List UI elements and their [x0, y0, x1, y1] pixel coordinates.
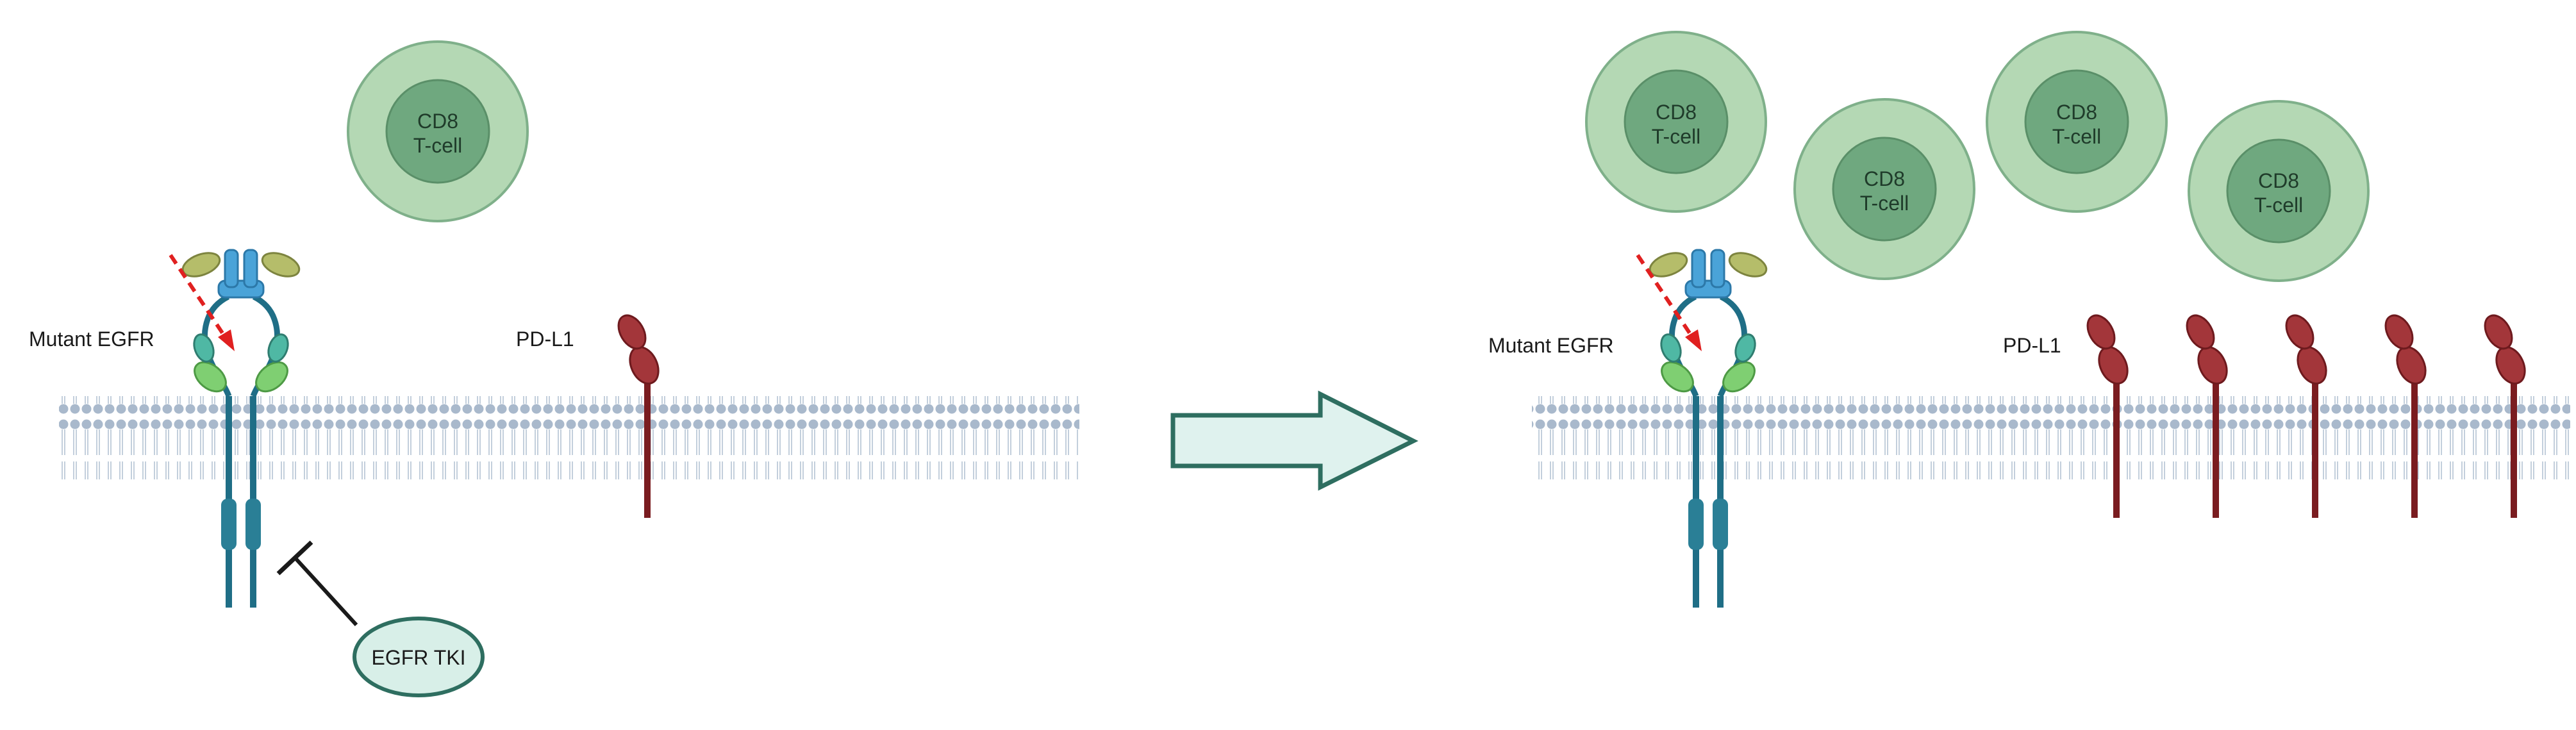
left-mutant-egfr-label: Mutant EGFR	[29, 328, 154, 351]
t-cell-label-line1: CD8	[2258, 169, 2299, 192]
t-cell-label-line2: T-cell	[1860, 192, 1909, 215]
left-pd-l1-label: PD-L1	[516, 328, 574, 351]
t-cell-label-line1: CD8	[1656, 101, 1697, 124]
t-cell-label-line2: T-cell	[2052, 125, 2101, 148]
t-cell-label-line2: T-cell	[1652, 125, 1700, 148]
t-cell-label-line2: T-cell	[2254, 194, 2303, 217]
left-cd8-t-cell: CD8 T-cell	[347, 40, 529, 222]
right-cd8-t-cell-1: CD8 T-cell	[1585, 31, 1767, 213]
t-cell-label-line1: CD8	[417, 110, 458, 133]
t-cell-label-line1: CD8	[2056, 101, 2097, 124]
egfr-tki-label: EGFR TKI	[372, 646, 466, 669]
right-cd8-t-cell-3: CD8 T-cell	[1986, 31, 2168, 213]
right-cd8-t-cell-4: CD8 T-cell	[2188, 100, 2370, 282]
left-panel: CD8 T-cell Mutant EGFR PD-L1 EGFR TKI	[29, 40, 1079, 697]
right-membrane	[1532, 396, 2570, 479]
t-cell-label-line2: T-cell	[413, 134, 462, 157]
right-panel: CD8 T-cell CD8 T-cell CD8 T-cell CD8 T-c…	[1488, 31, 2570, 608]
t-cell-label-line1: CD8	[1864, 167, 1905, 190]
egfr-tki-oval: EGFR TKI	[353, 617, 485, 697]
transition-arrow	[1170, 390, 1418, 491]
right-mutant-egfr-label: Mutant EGFR	[1488, 334, 1614, 357]
left-membrane	[59, 396, 1079, 479]
right-cd8-t-cell-2: CD8 T-cell	[1793, 98, 1975, 280]
right-pd-l1-label: PD-L1	[2003, 334, 2061, 357]
tki-inhibition-line	[276, 540, 358, 627]
